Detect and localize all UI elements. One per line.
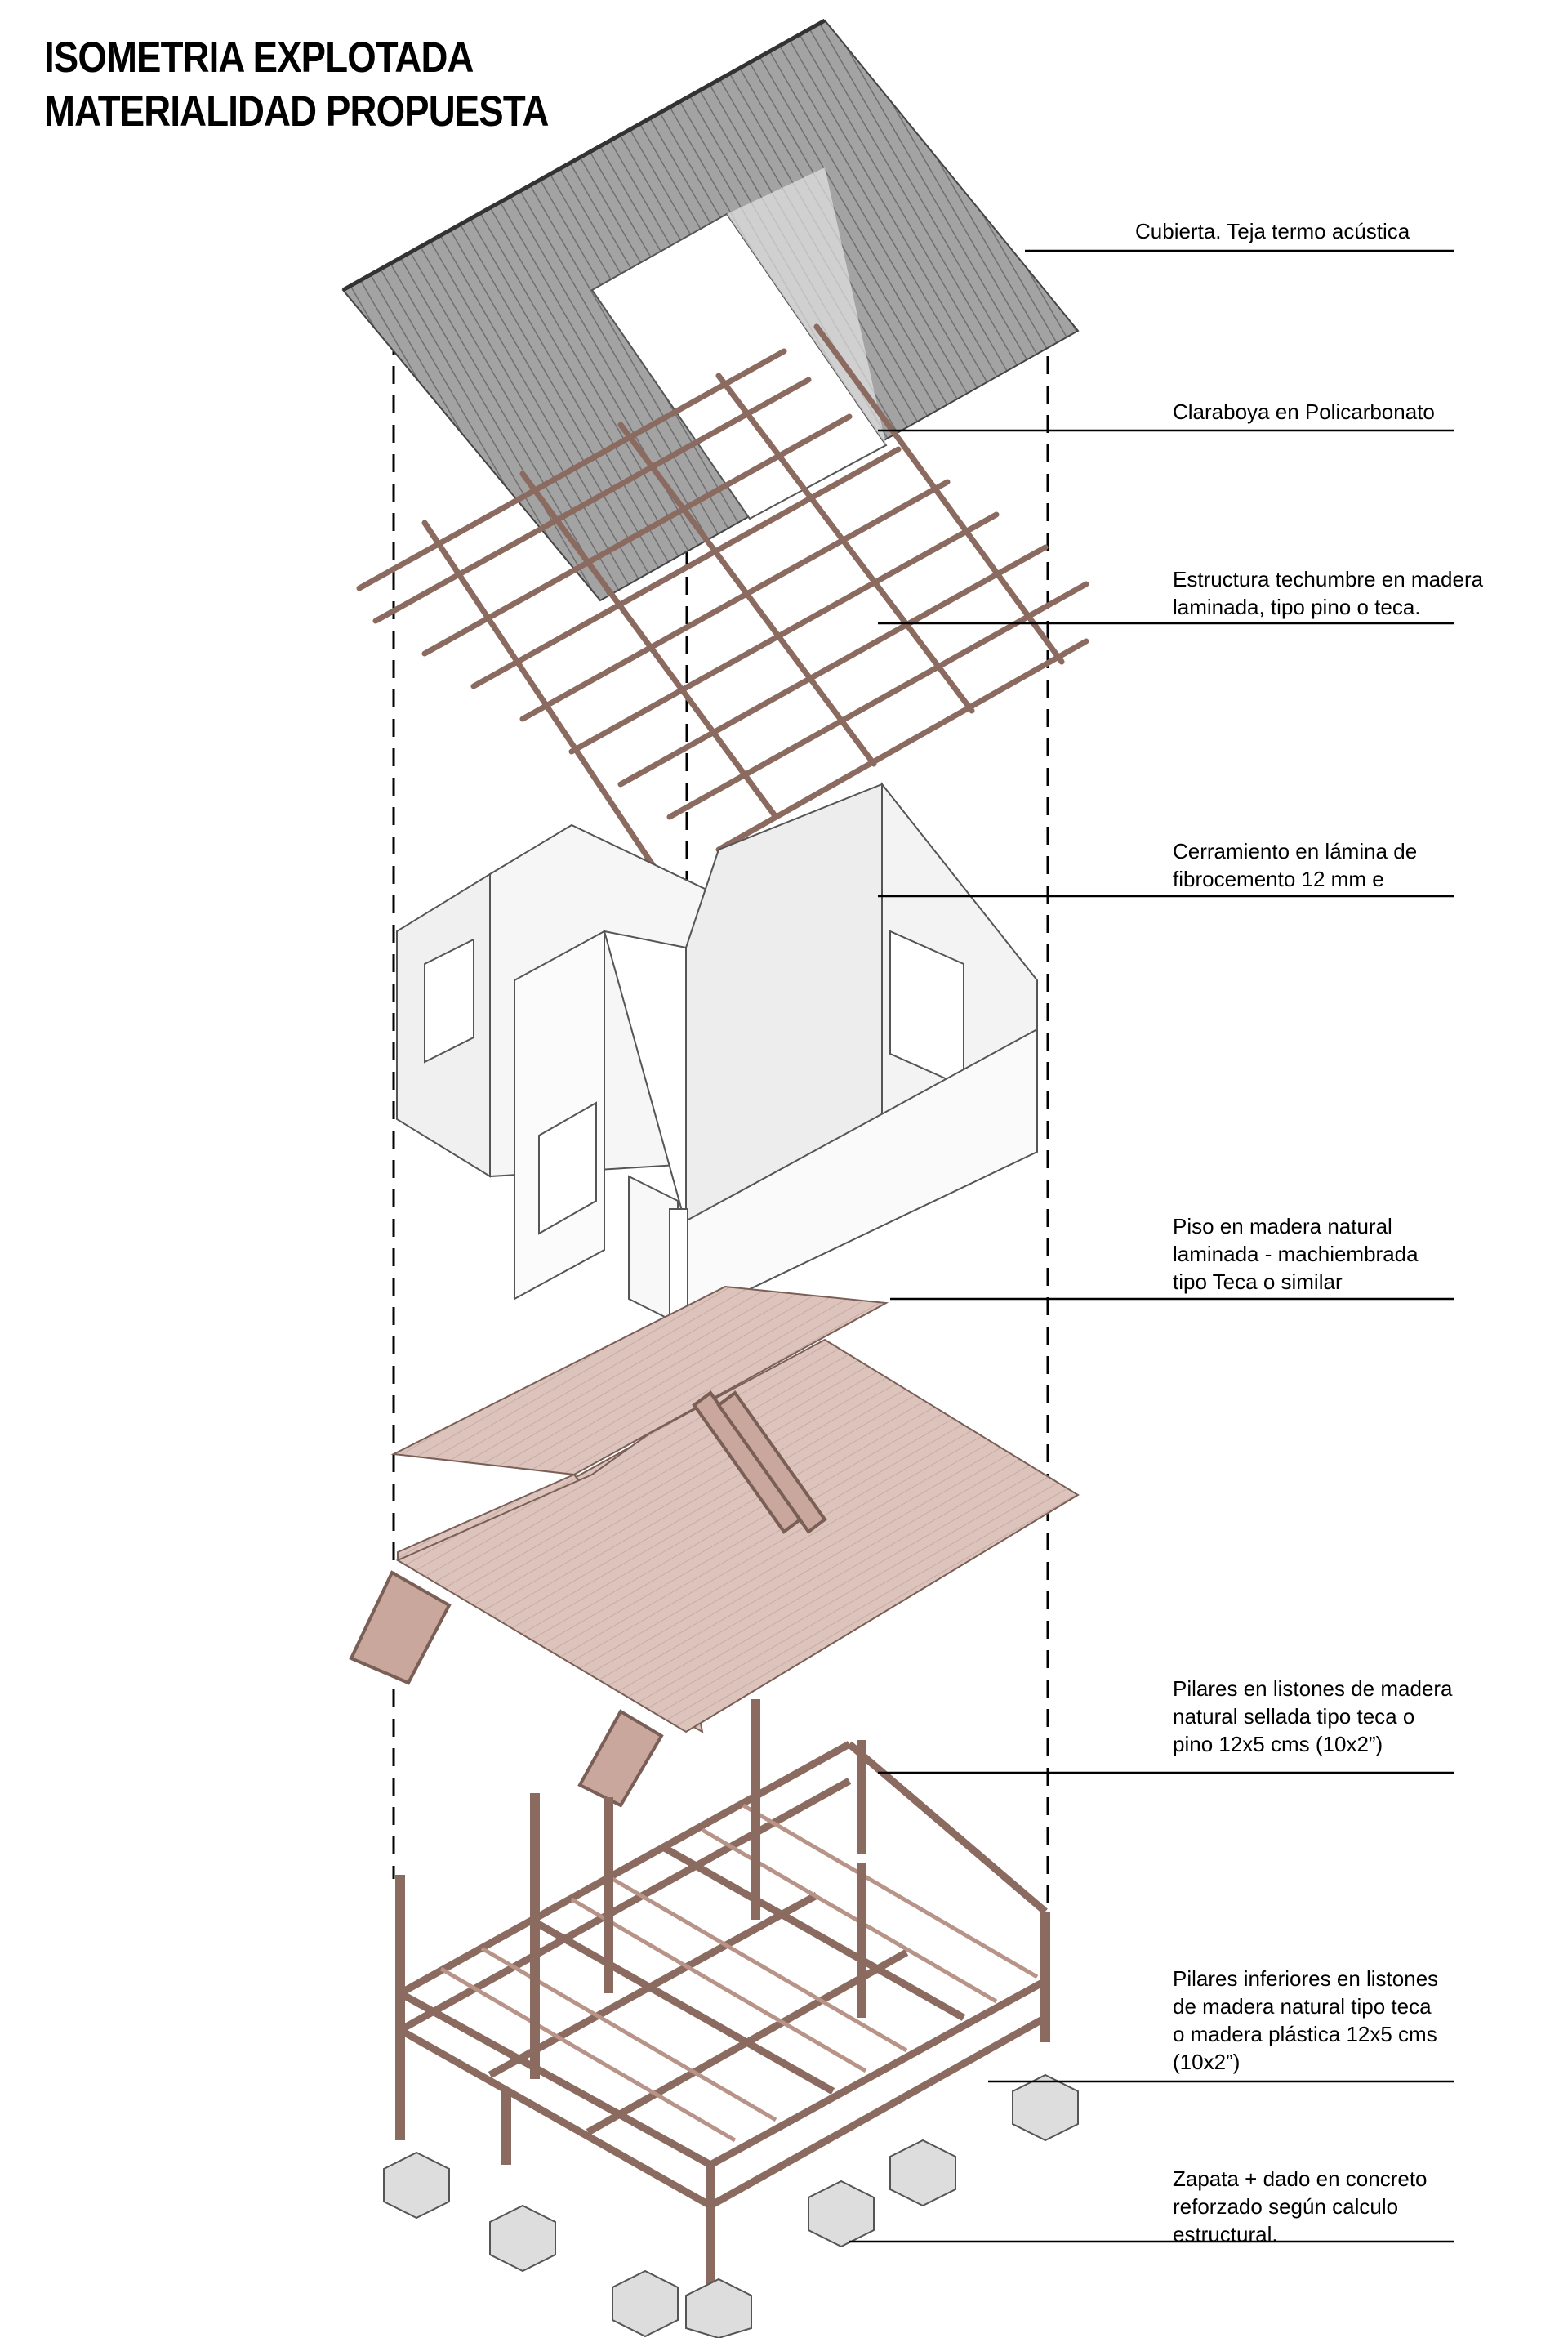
- callout-cerramiento: Cerramiento en lámina de fibrocemento 12…: [1173, 837, 1565, 893]
- callout-techumbre: Estructura techumbre en madera laminada,…: [1173, 565, 1565, 621]
- callout-line: Piso en madera natural: [1173, 1214, 1392, 1238]
- callout-line: Pilares en listones de madera: [1173, 1676, 1453, 1701]
- callout-pilares: Pilares en listones de madera natural se…: [1173, 1675, 1565, 1758]
- floor-joists: [439, 1803, 1039, 2143]
- callout-line: (10x2”): [1173, 2050, 1241, 2074]
- page-title: ISOMETRIA EXPLOTADA MATERIALIDAD PROPUES…: [44, 31, 630, 139]
- callout-line: fibrocemento 12 mm e: [1173, 867, 1384, 891]
- floor-deck: [390, 1285, 1080, 1733]
- wall-enclosure: [396, 782, 1038, 1325]
- callout-line: de madera natural tipo teca: [1173, 1994, 1432, 2019]
- callout-line: estructural.: [1173, 2222, 1278, 2247]
- title-line-1: ISOMETRIA EXPLOTADA: [44, 33, 474, 82]
- callout-line: Estructura techumbre en madera: [1173, 567, 1484, 591]
- callout-line: natural sellada tipo teca o: [1173, 1704, 1415, 1729]
- callout-cubierta: Cubierta. Teja termo acústica: [1135, 217, 1527, 245]
- callout-line: Cerramiento en lámina de: [1173, 839, 1418, 863]
- callout-line: laminada - machiembrada: [1173, 1242, 1419, 1266]
- callout-line: Claraboya en Policarbonato: [1173, 399, 1435, 424]
- leader-lines: [849, 249, 1454, 2243]
- callout-line: o madera plástica 12x5 cms: [1173, 2022, 1437, 2046]
- callout-pilares-inferiores: Pilares inferiores en listones de madera…: [1173, 1965, 1565, 2076]
- columns: [395, 1699, 1050, 2287]
- callout-line: Zapata + dado en concreto: [1173, 2166, 1428, 2191]
- callout-line: Pilares inferiores en listones: [1173, 1966, 1439, 1991]
- callout-line: reforzado según calculo: [1173, 2194, 1399, 2219]
- callout-claraboya: Claraboya en Policarbonato: [1173, 398, 1565, 426]
- callout-line: laminada, tipo pino o teca.: [1173, 595, 1421, 619]
- callout-line: tipo Teca o similar: [1173, 1269, 1343, 1294]
- title-line-2: MATERIALIDAD PROPUESTA: [44, 87, 549, 136]
- stair: [349, 1390, 827, 1808]
- callout-line: Cubierta. Teja termo acústica: [1135, 219, 1410, 243]
- callout-zapata: Zapata + dado en concreto reforzado segú…: [1173, 2165, 1565, 2248]
- callout-line: pino 12x5 cms (10x2”): [1173, 1732, 1383, 1756]
- callout-piso: Piso en madera natural laminada - machie…: [1173, 1212, 1565, 1296]
- footings: [383, 2073, 1079, 2338]
